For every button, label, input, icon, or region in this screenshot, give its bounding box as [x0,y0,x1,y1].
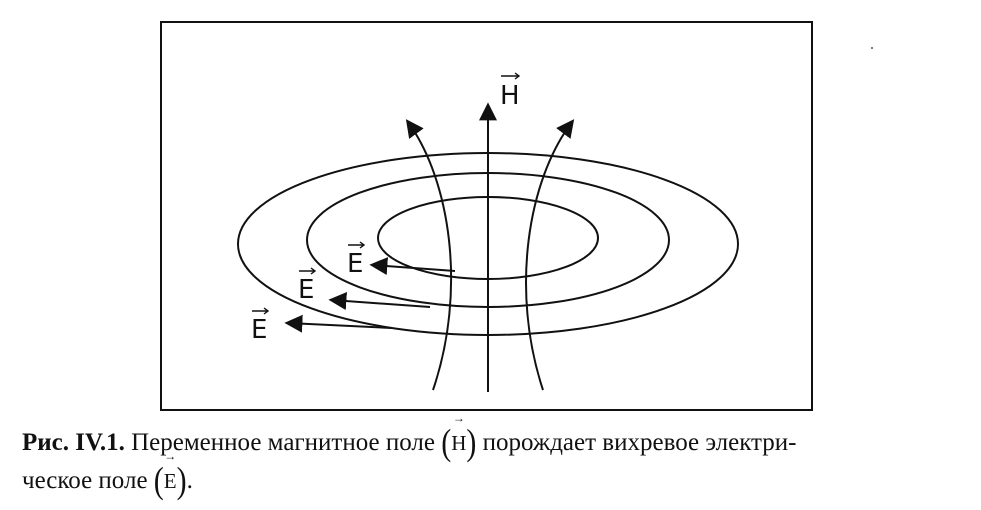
caption-line-1: Рис. IV.1. Переменное магнитное поле (→H… [22,411,797,463]
e-arrow-middle [328,292,431,311]
e-label-outer: E [251,307,270,345]
scan-speck [871,47,873,49]
h-label: H [500,72,521,111]
svg-text:H: H [500,81,520,111]
svg-text:E: E [347,249,363,279]
caption-symbol-h: →H [451,411,467,455]
caption-text-end: . [186,467,193,494]
caption-text-1: Переменное магнитное поле [124,429,442,456]
h-field-line-right [525,119,575,391]
caption-text-1b: порождает вихревое электри- [476,429,797,456]
e-label-inner: E [347,241,366,279]
e-label-middle: E [298,267,317,305]
caption-symbol-e: →E [163,449,177,493]
figure-caption: Рис. IV.1. Переменное магнитное поле (→H… [22,411,962,501]
diagram-figure: H E E E [160,21,873,411]
figure-frame [160,21,813,411]
e-arrow-inner [369,257,456,276]
caption-text-2: ческое поле [22,467,154,494]
svg-text:E: E [298,275,314,305]
h-field-line-left [405,119,453,391]
caption-line-2: ческое поле (→E). [22,449,193,501]
svg-text:E: E [251,315,267,345]
caption-label: Рис. IV.1. [22,429,125,456]
e-arrow-outer [284,314,393,333]
